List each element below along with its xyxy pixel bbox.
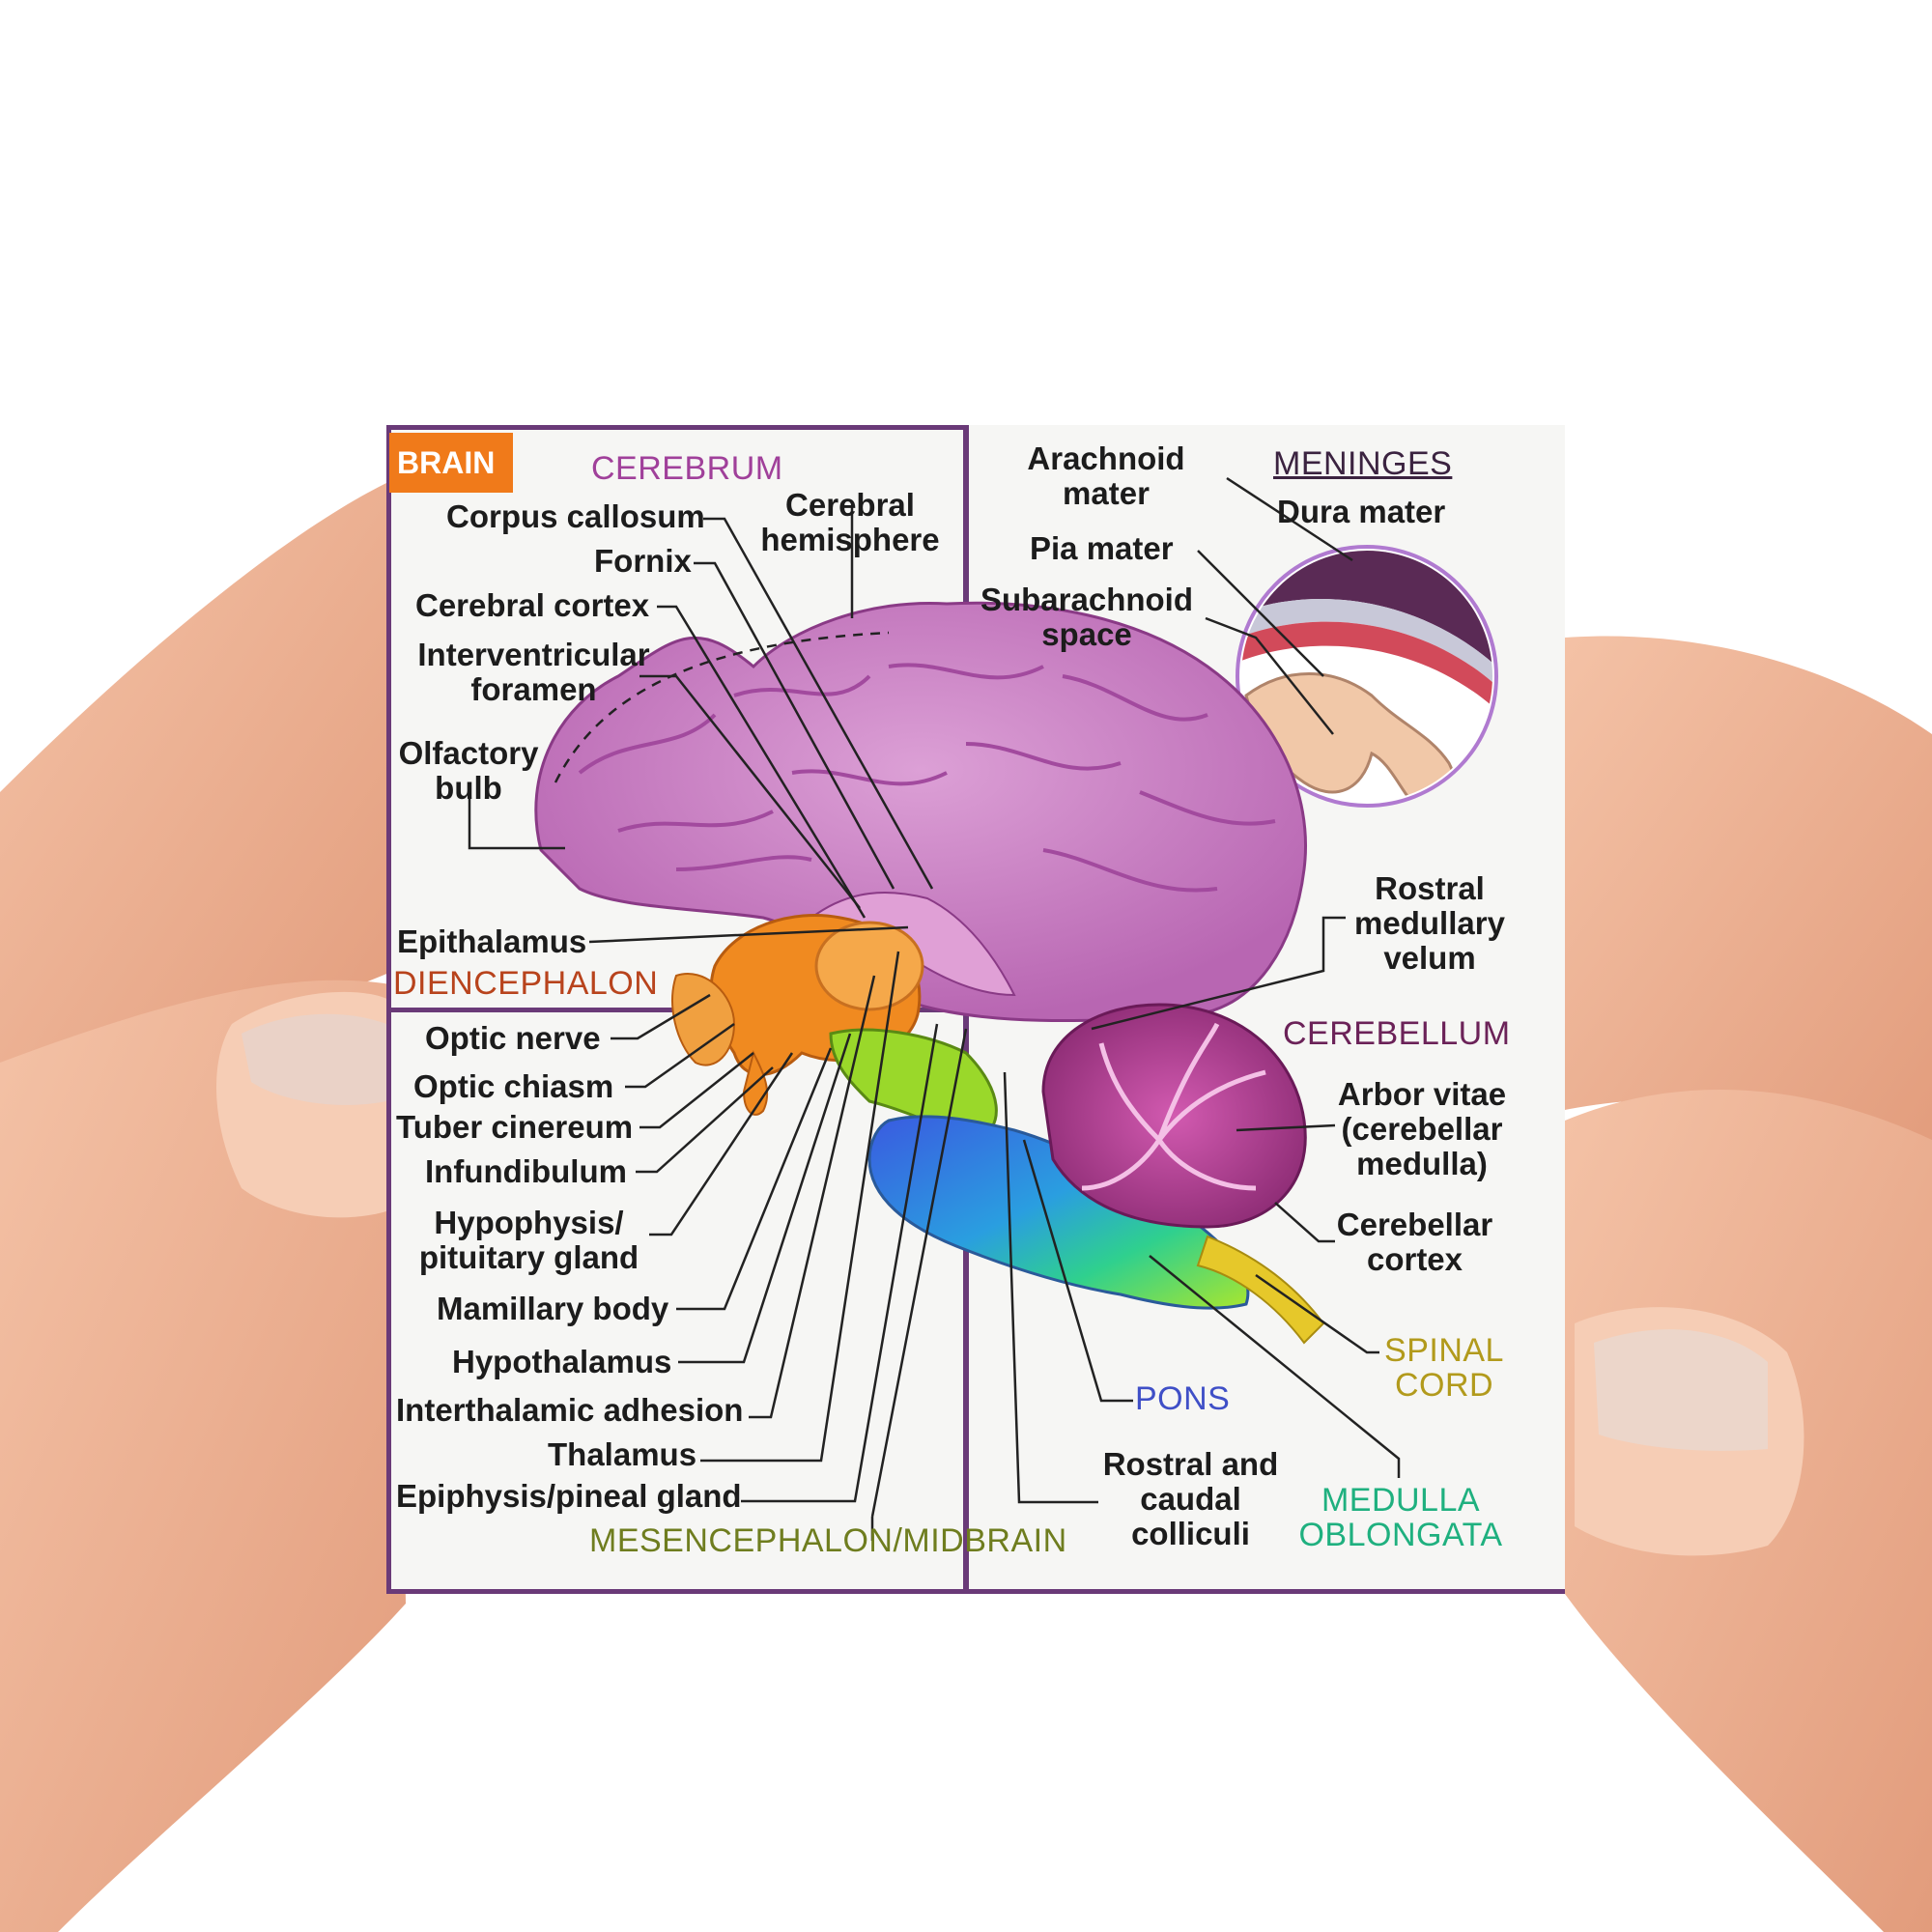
label-arachnoid-line2: mater: [1063, 475, 1150, 511]
label-colliculi-line2: caudal: [1140, 1481, 1241, 1517]
label-rostral-velum-line3: velum: [1383, 940, 1476, 976]
label-optic-nerve: Optic nerve: [425, 1020, 601, 1056]
label-hypophysis-line1: Hypophysis/: [434, 1205, 624, 1240]
section-mesencephalon: MESENCEPHALON/MIDBRAIN: [589, 1522, 1067, 1559]
label-arbor-vitae-line3: medulla): [1356, 1146, 1488, 1181]
label-dura-mater: Dura mater: [1277, 494, 1446, 529]
leader-lines: [468, 476, 1401, 1541]
label-interventricular-line2: foramen: [470, 671, 597, 707]
label-subarachnoid-line2: space: [1041, 616, 1132, 652]
section-pons: PONS: [1135, 1380, 1231, 1417]
section-spinal-cord-line1: SPINAL: [1384, 1332, 1504, 1369]
section-cerebrum: CEREBRUM: [591, 450, 783, 487]
section-spinal-cord-line2: CORD: [1394, 1367, 1494, 1404]
hemisphere-arc: [554, 631, 890, 783]
label-cerebral-cortex: Cerebral cortex: [415, 587, 650, 623]
label-subarachnoid-line1: Subarachnoid: [980, 582, 1194, 617]
label-arbor-vitae-line2: (cerebellar: [1341, 1111, 1503, 1147]
label-thalamus: Thalamus: [548, 1436, 697, 1472]
brain-illustration: [534, 601, 1325, 1345]
label-epiphysis: Epiphysis/pineal gland: [396, 1478, 742, 1514]
label-pia-mater: Pia mater: [1030, 530, 1174, 566]
label-infundibulum: Infundibulum: [425, 1153, 627, 1189]
label-rostral-velum-line1: Rostral: [1375, 870, 1485, 906]
section-cerebellum: CEREBELLUM: [1283, 1015, 1511, 1052]
label-epithalamus: Epithalamus: [397, 923, 587, 959]
label-corpus-callosum: Corpus callosum: [446, 498, 705, 534]
label-mamillary-body: Mamillary body: [437, 1291, 669, 1326]
section-medulla-line1: MEDULLA: [1321, 1482, 1481, 1519]
label-rostral-velum-line2: medullary: [1354, 905, 1505, 941]
label-olfactory-line2: bulb: [435, 770, 502, 806]
label-interventricular-line1: Interventricular: [417, 637, 650, 672]
brain-badge: BRAIN: [389, 433, 513, 493]
meninges-inset: [1236, 545, 1498, 808]
label-olfactory-line1: Olfactory: [398, 735, 539, 771]
label-colliculi-line3: colliculi: [1131, 1516, 1250, 1551]
label-cerebellar-cortex-line1: Cerebellar: [1336, 1207, 1493, 1242]
label-hypophysis-line2: pituitary gland: [418, 1239, 639, 1275]
section-meninges: MENINGES: [1273, 445, 1453, 482]
label-colliculi-line1: Rostral and: [1102, 1446, 1279, 1482]
label-fornix: Fornix: [594, 543, 692, 579]
label-optic-chiasm: Optic chiasm: [413, 1068, 614, 1104]
label-cerebellar-cortex-line2: cortex: [1366, 1241, 1463, 1277]
label-tuber-cinereum: Tuber cinereum: [396, 1109, 634, 1145]
label-arbor-vitae-line1: Arbor vitae: [1337, 1076, 1507, 1112]
hands: [0, 483, 1932, 1932]
section-diencephalon: DIENCEPHALON: [393, 965, 659, 1002]
label-interthalamic-adhesion: Interthalamic adhesion: [396, 1392, 744, 1428]
label-cerebral-hemisphere-line1: Cerebral: [785, 487, 915, 523]
label-hypothalamus: Hypothalamus: [452, 1344, 672, 1379]
label-cerebral-hemisphere-line2: hemisphere: [760, 522, 940, 557]
label-arachnoid-line1: Arachnoid: [1027, 440, 1185, 476]
section-medulla-line2: OBLONGATA: [1298, 1517, 1503, 1553]
